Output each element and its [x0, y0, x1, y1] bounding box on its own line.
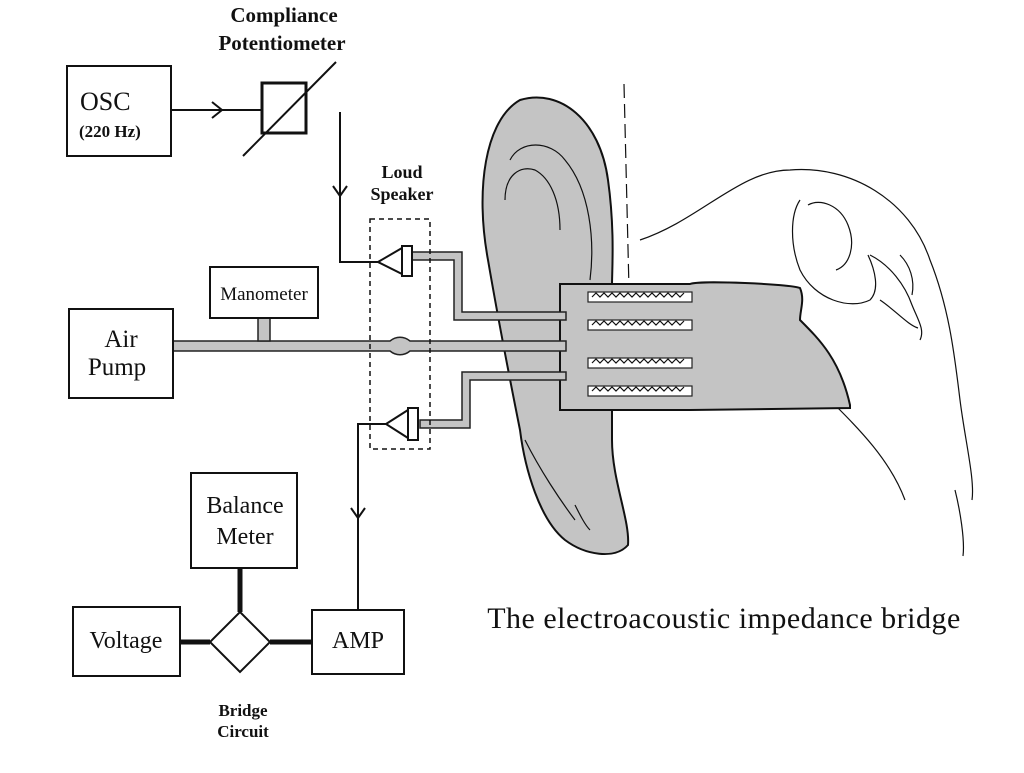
compliance-potentiometer: Compliance Potentiometer: [218, 3, 346, 157]
speaker-icon: [375, 245, 413, 277]
pump-label: Pump: [88, 354, 146, 381]
loud-speaker-enclosure: Loud Speaker: [369, 162, 434, 450]
loud-label: Loud: [381, 162, 422, 182]
mic-to-amp-wire: [357, 423, 386, 610]
ear-canal: [559, 281, 851, 411]
mic-down-arrow-icon: [350, 507, 366, 520]
bridge-label: Bridge: [218, 701, 268, 720]
compliance-label: Compliance: [230, 3, 337, 27]
pot-down-arrow-icon: [332, 185, 348, 198]
amp-label: AMP: [332, 628, 384, 654]
bridge-circuit-diamond: Bridge Circuit: [208, 610, 272, 741]
voltage-box: Voltage: [72, 606, 181, 677]
voltage-label: Voltage: [90, 628, 163, 654]
speaker-label: Speaker: [371, 184, 434, 204]
ear-pinna: [481, 96, 630, 556]
air-pump-box: Air Pump: [68, 308, 174, 399]
balance-label: Balance: [206, 493, 283, 519]
osc-label: OSC: [80, 87, 131, 116]
manometer-box: Manometer: [209, 266, 319, 319]
amp-box: AMP: [311, 609, 405, 675]
potentiometer-label: Potentiometer: [218, 31, 345, 55]
osc-box: OSC (220 Hz): [66, 65, 172, 157]
probe-tubes: [171, 251, 567, 429]
air-label: Air: [104, 326, 138, 353]
balance-meter-box: Balance Meter: [190, 472, 298, 569]
osc-sublabel: (220 Hz): [79, 122, 141, 141]
pot-to-speaker-wire: [339, 112, 378, 263]
diagram-title: The electroacoustic impedance bridge: [487, 602, 961, 635]
meter-label: Meter: [216, 524, 273, 550]
microphone-icon: [384, 407, 419, 441]
circuit-label: Circuit: [217, 722, 269, 741]
manometer-label: Manometer: [220, 284, 308, 305]
osc-arrow-icon: [211, 101, 224, 119]
